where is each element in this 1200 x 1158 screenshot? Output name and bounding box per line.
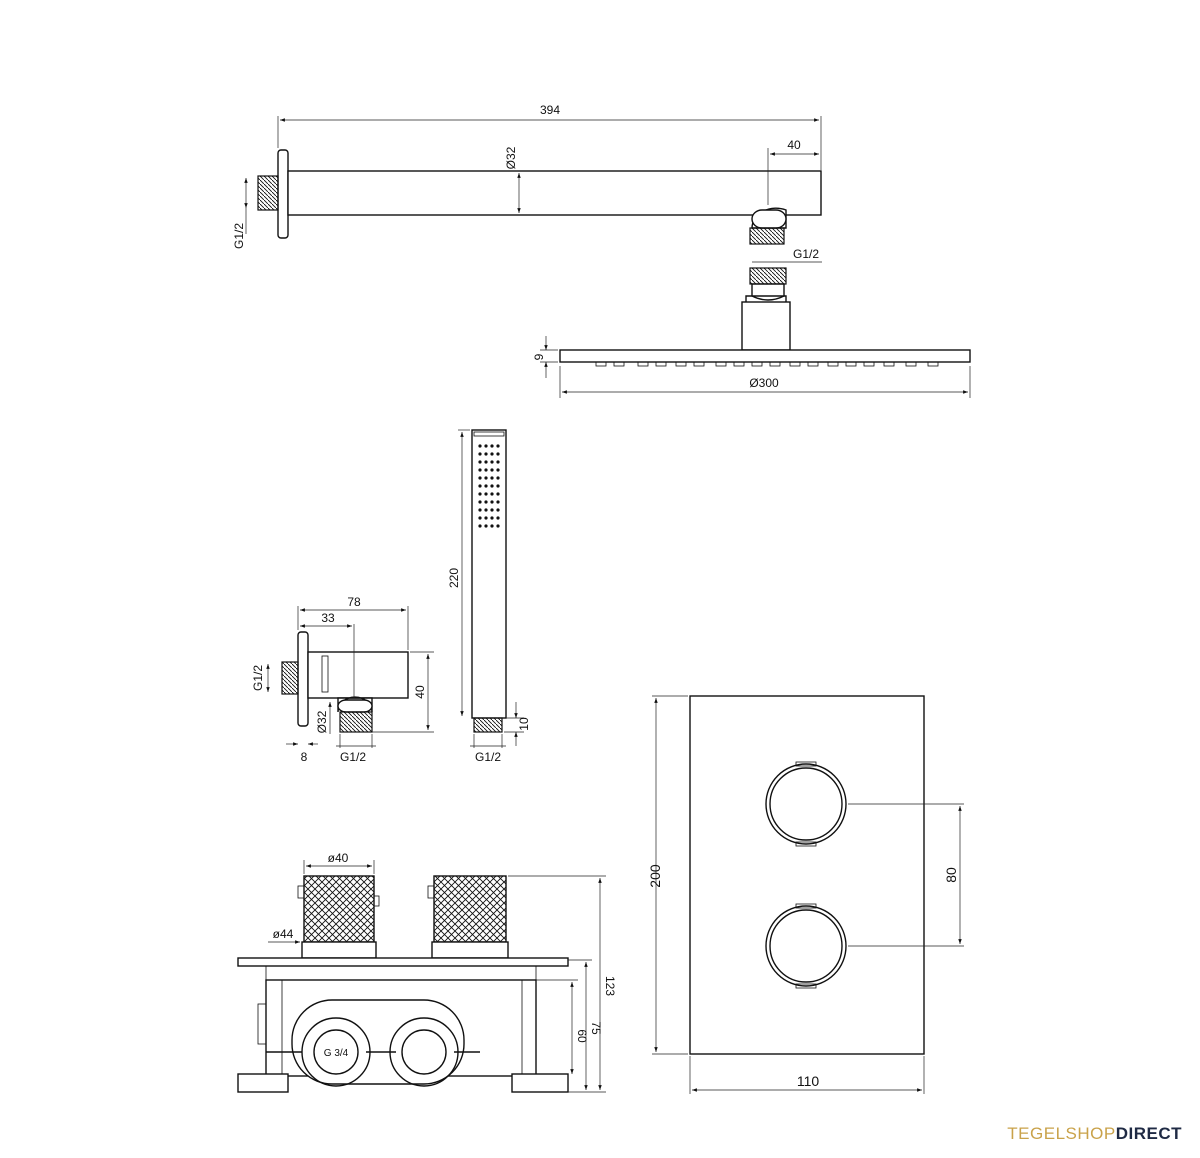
nozzle-row: [595, 361, 939, 367]
valve-body-dimensions: ø40 ø44 123 75 60 G 3/4: [268, 851, 617, 1093]
dim-arm-offset: 40: [787, 138, 801, 152]
dim-handshower-length: 220: [447, 568, 461, 588]
dim-handshower-base: 10: [517, 717, 531, 731]
dim-arm-thread-right: G1/2: [793, 247, 819, 261]
dim-knob-spacing: 80: [943, 867, 959, 883]
dim-box-inner-depth: 60: [575, 1029, 589, 1043]
wall-elbow-dimensions: 78 33 40 G1/2 Ø32 8 G1/2: [251, 595, 434, 764]
dim-arm-thread-left: G1/2: [232, 223, 246, 249]
thermostat-plate: [689, 695, 925, 1055]
spray-holes: [478, 444, 500, 528]
brand-logo-part2: DIRECT: [1115, 1124, 1182, 1143]
label-inlet-thread: G 3/4: [324, 1048, 349, 1059]
dim-head-diameter: Ø300: [749, 376, 779, 390]
dim-elbow-thread-left: G1/2: [251, 665, 265, 691]
shower-arm: [257, 149, 822, 245]
valve-body: [237, 875, 569, 1093]
head-dimensions: 9 Ø300: [532, 336, 971, 398]
arm-dimensions: 394 Ø32 40 G1/2 G1/2: [232, 103, 822, 263]
dim-head-height: 9: [532, 353, 546, 360]
brand-logo-part1: TEGELSHOP: [1007, 1124, 1116, 1143]
thermostat-plate-dimensions: 200 80 110: [647, 695, 964, 1094]
dim-plate-height: 200: [647, 864, 663, 888]
dim-elbow-thread-bottom: G1/2: [340, 750, 366, 764]
hand-shower-dimensions: 220 10 G1/2: [447, 429, 531, 764]
hand-shower: [471, 429, 507, 733]
dim-box-total-depth: 123: [603, 976, 617, 996]
dim-plate-width: 110: [797, 1073, 820, 1089]
dim-elbow-offset: 33: [321, 611, 335, 625]
wall-elbow: [281, 631, 409, 733]
shower-head: [559, 267, 971, 367]
dim-elbow-plate: 8: [301, 750, 308, 764]
dim-elbow-height: 40: [413, 685, 427, 699]
dim-knob-diameter: ø40: [328, 851, 349, 865]
dim-handshower-thread: G1/2: [475, 750, 501, 764]
brand-logo: TEGELSHOPDIRECT: [1007, 1124, 1182, 1144]
dim-arm-diameter: Ø32: [504, 146, 518, 169]
dim-box-depth: 75: [589, 1021, 603, 1035]
dim-rosette-diameter: ø44: [273, 927, 294, 941]
dim-arm-length: 394: [540, 103, 560, 117]
dim-elbow-width: 78: [347, 595, 361, 609]
dim-elbow-diameter: Ø32: [315, 710, 329, 733]
